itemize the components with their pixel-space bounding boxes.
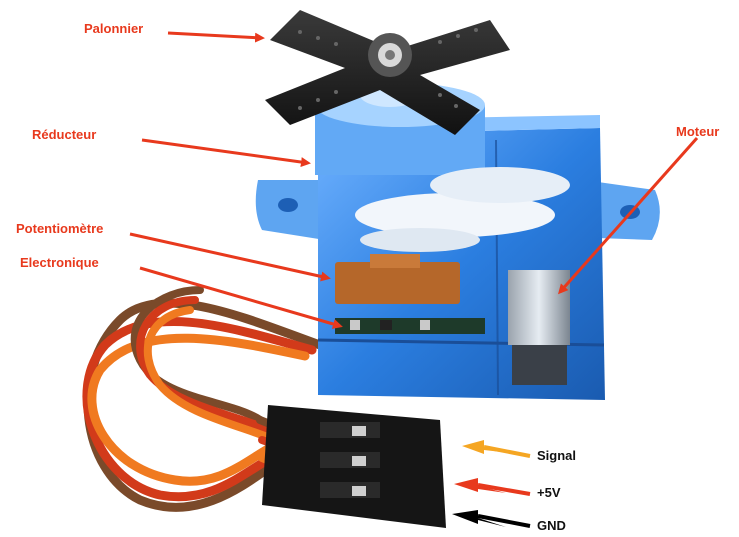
motor-part — [508, 270, 570, 385]
arrow-moteur — [558, 137, 699, 295]
connector-plug — [262, 405, 446, 528]
cable-bundle — [82, 286, 325, 512]
internal-gears — [355, 167, 570, 252]
label-palonnier: Palonnier — [84, 21, 144, 36]
label-plus5v: +5V — [537, 485, 561, 500]
arrow-plus5v — [454, 478, 506, 493]
label-gnd: GND — [537, 518, 566, 533]
annotation-arrows — [129, 31, 699, 528]
circuit-board — [335, 318, 485, 334]
arrow-palonnier — [167, 31, 265, 43]
arrow-signal — [462, 440, 528, 455]
arrow-reducteur — [141, 138, 311, 167]
arrow-potentiometre — [129, 232, 331, 282]
potentiometer-part — [335, 254, 460, 304]
label-electronique: Electronique — [20, 255, 99, 270]
label-potentiometre: Potentiomètre — [16, 221, 104, 236]
label-signal: Signal — [537, 448, 577, 463]
label-reducteur: Réducteur — [32, 127, 97, 142]
arrow-electronique — [139, 266, 343, 329]
label-moteur: Moteur — [676, 124, 720, 139]
arrow-gnd — [452, 510, 506, 527]
servo-horn — [265, 10, 510, 135]
